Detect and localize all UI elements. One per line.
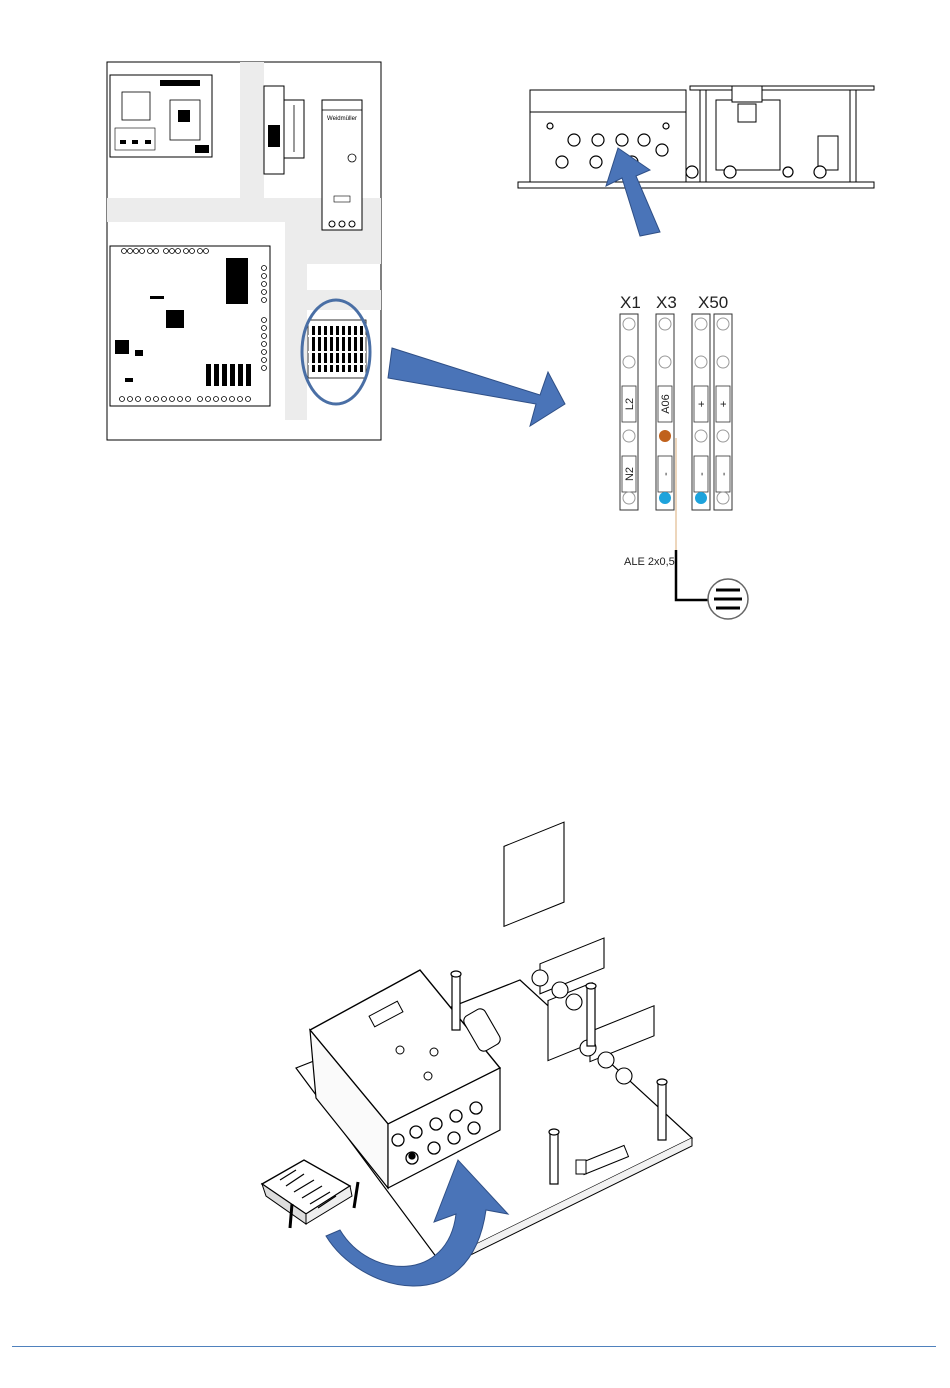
router-icon — [262, 1160, 358, 1228]
footer-divider — [12, 1346, 936, 1347]
valve-assemblies — [462, 822, 654, 1084]
